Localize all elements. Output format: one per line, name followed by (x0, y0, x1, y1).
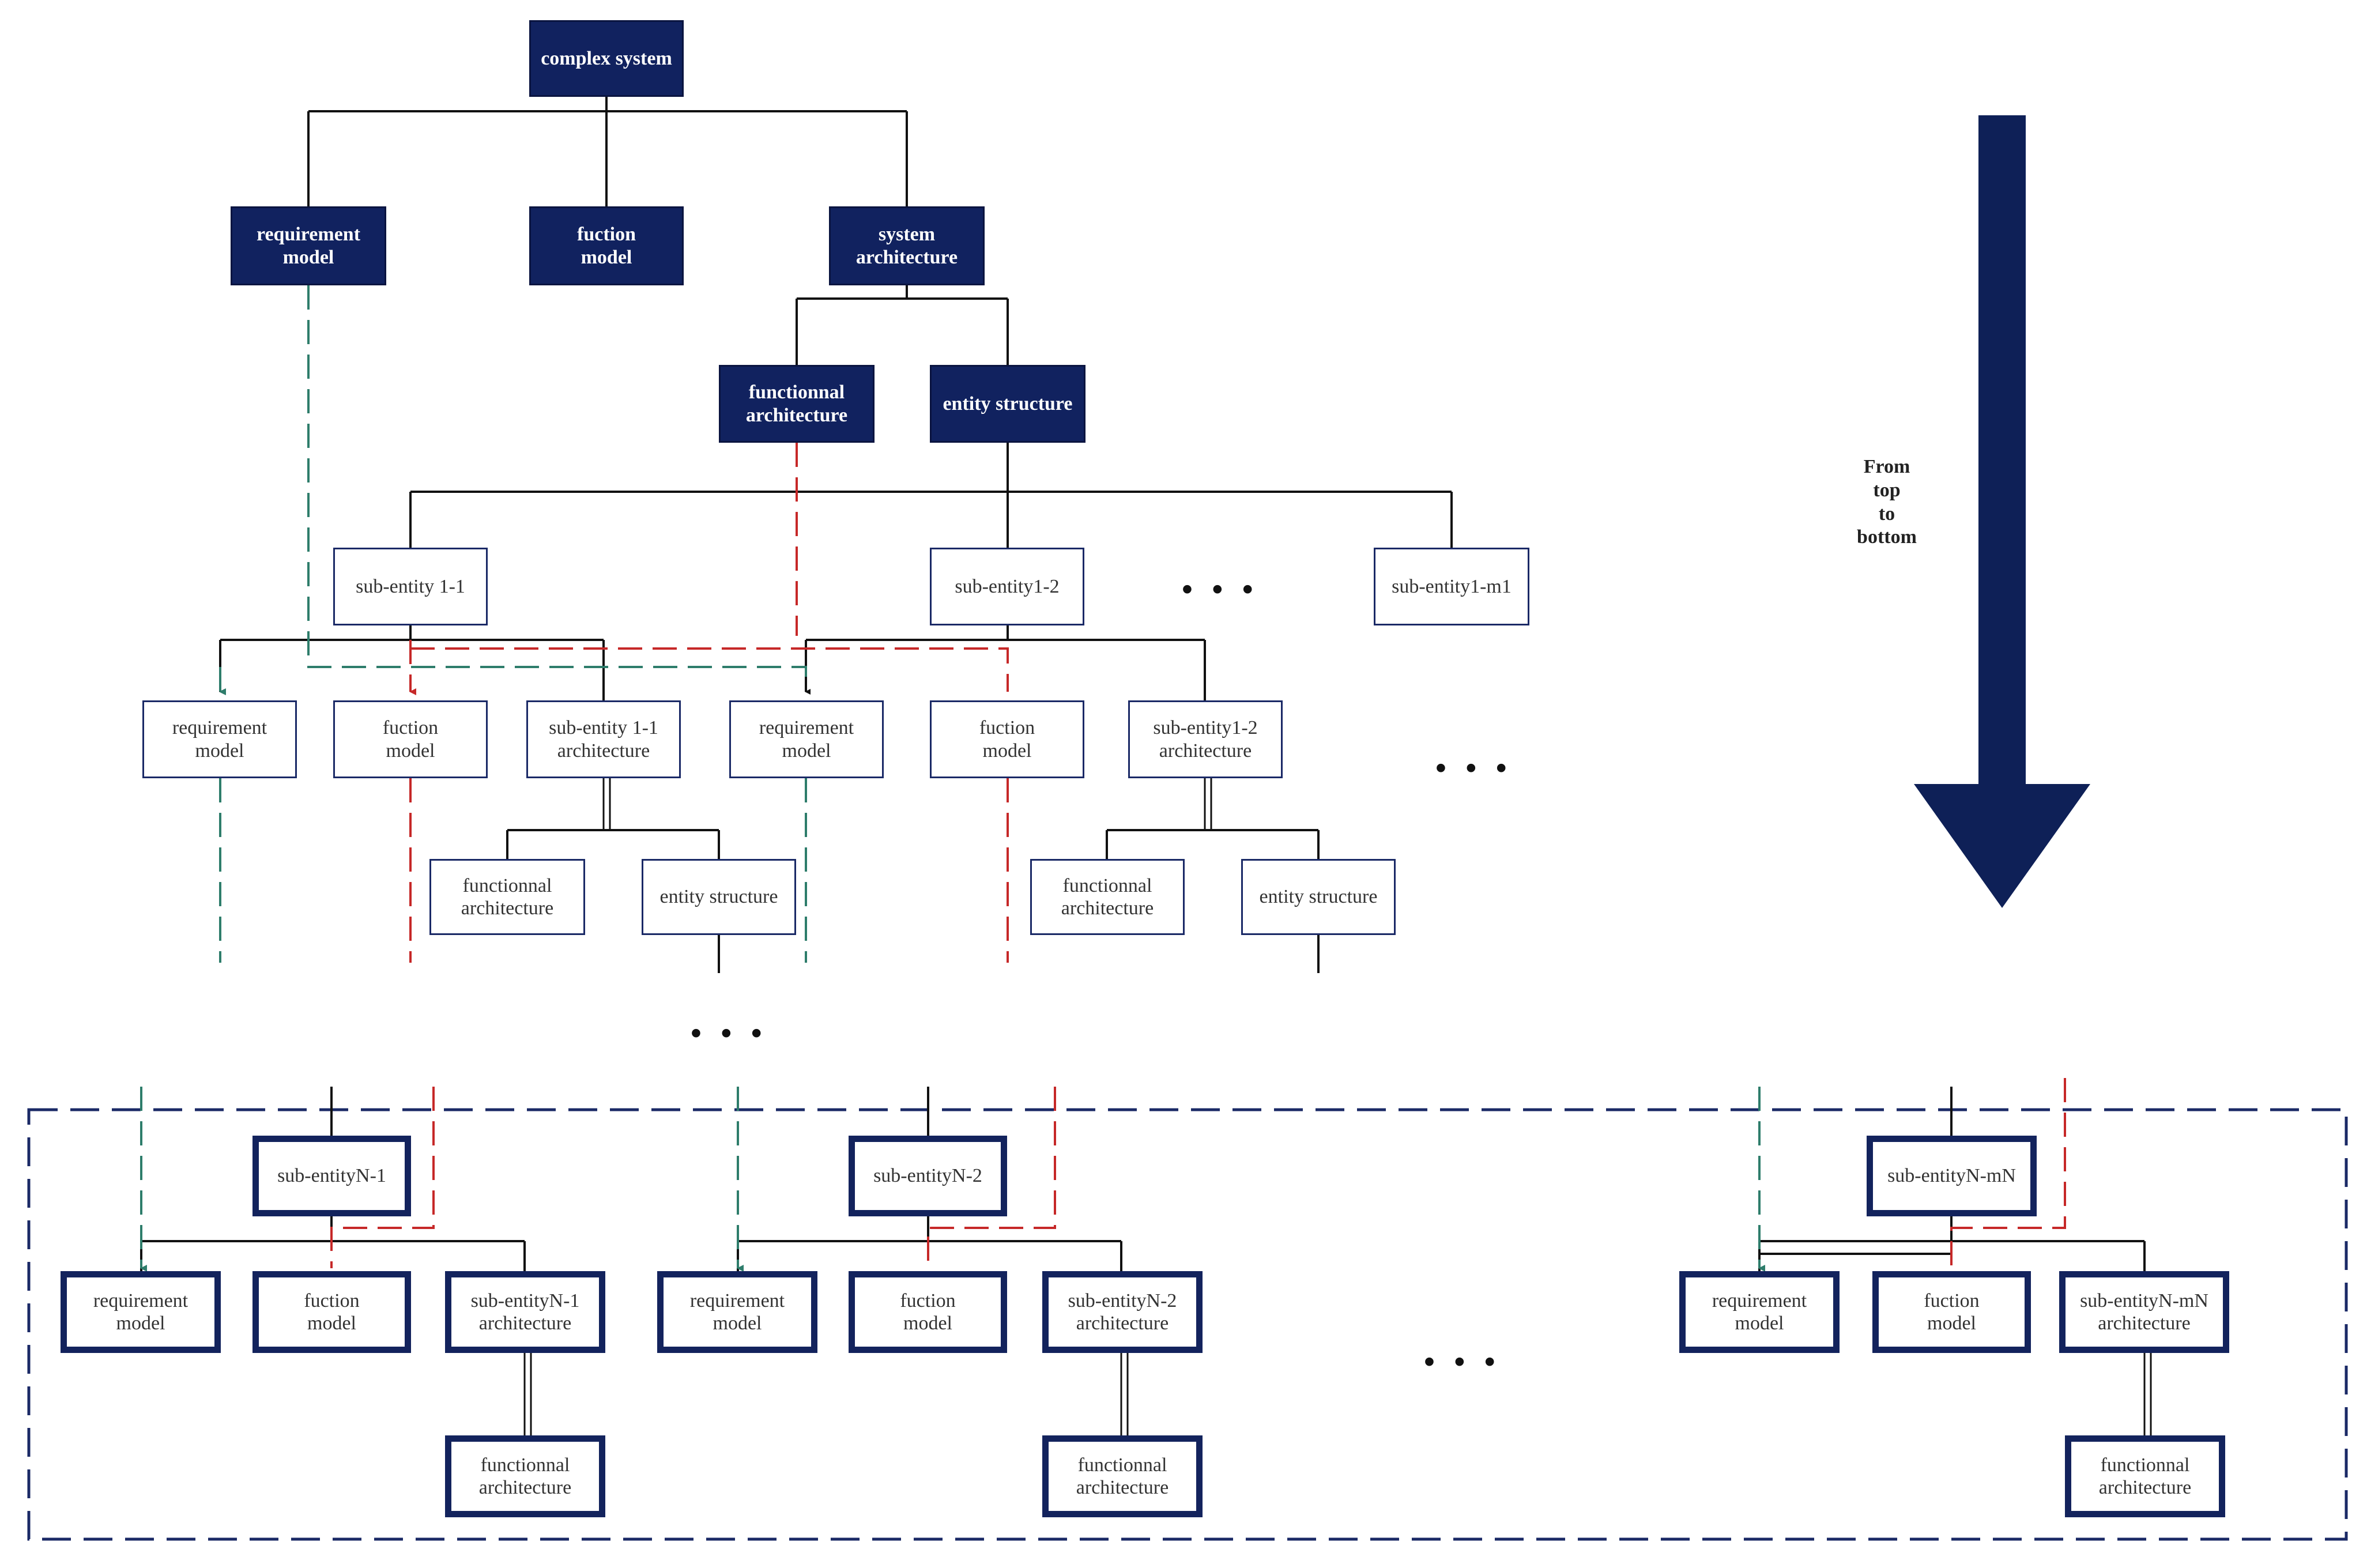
function-trace-lines (330, 443, 2066, 1268)
n2-architecture-node: sub-entityN-2 architecture (1042, 1271, 1203, 1353)
nm-architecture-node: sub-entityN-mN architecture (2059, 1271, 2229, 1353)
subsystem-level-frame (27, 1108, 2348, 1541)
e11-architecture-node: sub-entity 1-1 architecture (526, 700, 681, 778)
sub-entity-n-1-node: sub-entityN-1 (252, 1136, 411, 1216)
n2-function-model-node: fuction model (849, 1271, 1007, 1353)
direction-label: From top to bottom (1857, 456, 1917, 548)
n2-functional-architecture-node: functionnal architecture (1042, 1435, 1203, 1517)
n1-function-model-node: fuction model (252, 1271, 411, 1353)
nm-functional-architecture-node: functionnal architecture (2065, 1435, 2225, 1517)
function-model-node: fuction model (529, 206, 684, 285)
sub-entity-1-2-node: sub-entity1-2 (930, 548, 1084, 625)
e11-function-model-node: fuction model (333, 700, 488, 778)
e11-entity-structure-node: entity structure (642, 859, 796, 935)
entity-structure-node: entity structure (930, 365, 1085, 443)
sub-entity-1-m1-node: sub-entity1-m1 (1374, 548, 1529, 625)
e12-requirement-model-node: requirement model (729, 700, 884, 778)
n2-requirement-model-node: requirement model (657, 1271, 817, 1353)
e12-function-model-node: fuction model (930, 700, 1084, 778)
ellipsis-subentities: • • • (1182, 572, 1259, 606)
e12-entity-structure-node: entity structure (1241, 859, 1396, 935)
functional-architecture-node: functionnal architecture (719, 365, 875, 443)
n1-functional-architecture-node: functionnal architecture (445, 1435, 605, 1517)
nm-function-model-node: fuction model (1872, 1271, 2031, 1353)
requirement-trace-lines (140, 285, 1765, 1272)
system-architecture-node: system architecture (829, 206, 985, 285)
e11-requirement-model-node: requirement model (142, 700, 297, 778)
sub-entity-n-2-node: sub-entityN-2 (849, 1136, 1007, 1216)
ellipsis-levels: • • • (691, 1016, 768, 1050)
n1-architecture-node: sub-entityN-1 architecture (445, 1271, 605, 1353)
e11-functional-architecture-node: functionnal architecture (429, 859, 585, 935)
nm-requirement-model-node: requirement model (1679, 1271, 1840, 1353)
n1-requirement-model-node: requirement model (61, 1271, 221, 1353)
sub-entity-n-mn-node: sub-entityN-mN (1867, 1136, 2037, 1216)
ellipsis-bottom: • • • (1424, 1344, 1501, 1379)
ellipsis-children: • • • (1435, 751, 1513, 785)
requirement-model-node: requirement model (231, 206, 386, 285)
e12-architecture-node: sub-entity1-2 architecture (1128, 700, 1283, 778)
direction-arrow (1914, 115, 2090, 908)
sub-entity-1-1-node: sub-entity 1-1 (333, 548, 488, 625)
root-node: complex system (529, 20, 684, 97)
e12-functional-architecture-node: functionnal architecture (1030, 859, 1185, 935)
